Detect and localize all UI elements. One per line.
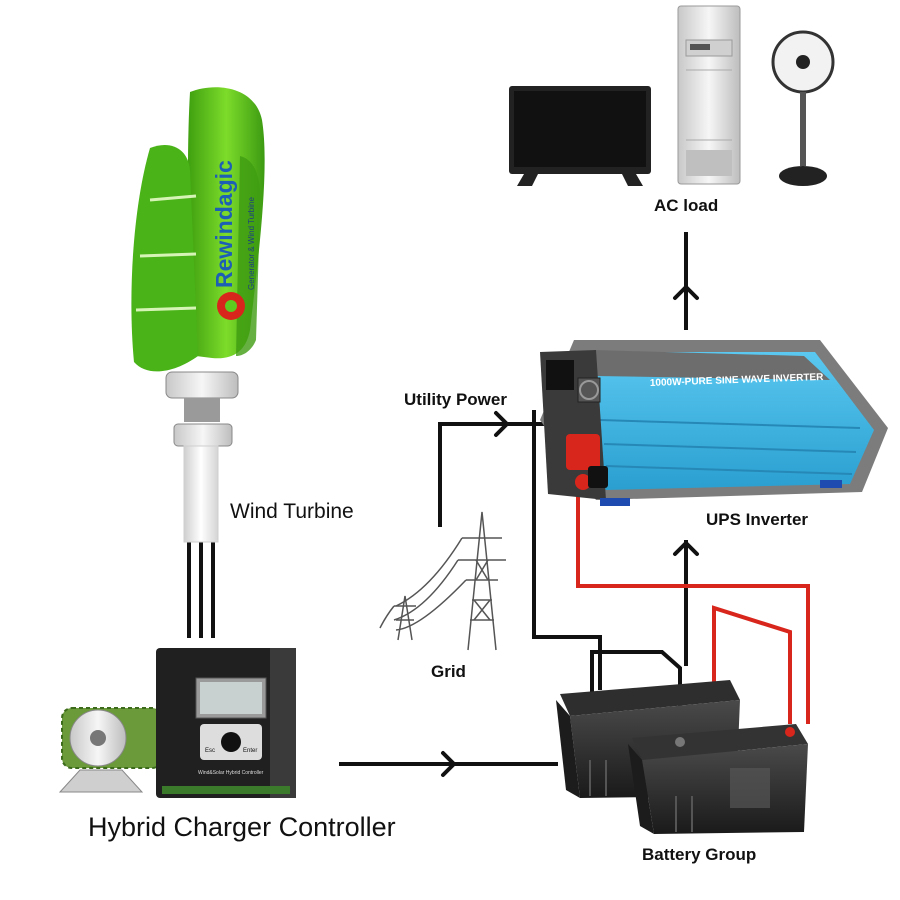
ups-inverter-device: 1000W-PURE SINE WAVE INVERTER (540, 340, 888, 506)
controller-esc-text: Esc (205, 748, 215, 754)
arrow-up-ac (673, 285, 699, 300)
label-grid: Grid (431, 662, 466, 681)
battery-right (628, 724, 808, 834)
resistor-load-icon (58, 707, 163, 793)
air-conditioner-icon (677, 5, 741, 185)
label-utility-power: Utility Power (404, 390, 507, 409)
label-wind-turbine: Wind Turbine (230, 500, 354, 523)
controller-enter-text: Enter (243, 748, 257, 754)
tv-icon (509, 86, 651, 186)
arrow-right-battery (441, 751, 456, 777)
wind-turbine-device: Rewindagic Generator & Wind Turbine (131, 87, 265, 543)
label-battery-group: Battery Group (642, 845, 757, 864)
label-ac-load: AC load (654, 196, 719, 215)
label-ups-inverter: UPS Inverter (706, 510, 809, 529)
turbine-brand-text: Rewindagic (211, 160, 237, 288)
red-wires (576, 470, 810, 724)
turbine-tagline-text: Generator & Wind Turbine (247, 197, 256, 290)
hybrid-controller-device: Esc Enter Wind&Solar Hybrid Controller (156, 648, 296, 798)
standing-fan-icon (771, 30, 835, 186)
arrow-right-utility (494, 411, 509, 437)
grid-tower-icon (379, 511, 506, 651)
controller-caption-text: Wind&Solar Hybrid Controller (198, 770, 264, 776)
flow-arrows (441, 285, 699, 777)
label-hybrid-controller: Hybrid Charger Controller (88, 812, 396, 842)
arrow-up-inverter (673, 541, 699, 556)
